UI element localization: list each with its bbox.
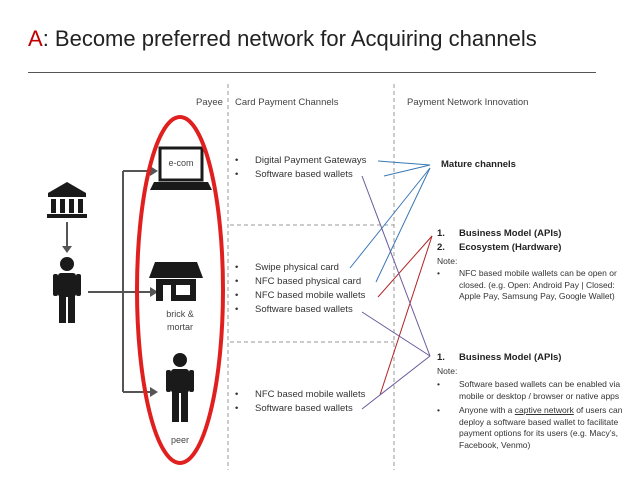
list-item: •Swipe physical card: [235, 262, 339, 273]
list-item: •Software based wallets: [235, 304, 353, 315]
innovation-2-note-label: Note:: [437, 366, 458, 376]
list-item: •Software based wallets: [235, 169, 353, 180]
peer-channel-list: •NFC based mobile wallets •Software base…: [235, 388, 365, 416]
arrowhead-peer: [150, 387, 158, 397]
laptop-icon: [150, 146, 212, 190]
line-software-mature: [383, 164, 431, 177]
list-item: •NFC based physical card: [235, 276, 362, 287]
bank-to-person-arrowhead: [62, 246, 72, 253]
payee-label-ecom: e-com: [168, 158, 194, 168]
store-icon: [149, 262, 203, 301]
captive-network-term: captive network: [514, 405, 574, 415]
title-divider: [28, 72, 596, 73]
list-item: •NFC based mobile wallets: [235, 290, 366, 301]
header-card-payment-channels: Card Payment Channels: [235, 97, 339, 108]
person-icon: [53, 257, 81, 323]
title-letter: A: [28, 26, 43, 51]
mature-channels-label: Mature channels: [441, 159, 516, 170]
line-bricksoftware-block2: [361, 311, 431, 357]
innovation-1-item-2: 2.Ecosystem (Hardware): [437, 242, 562, 253]
innovation-1-item-1: 1.Business Model (APIs): [437, 228, 562, 239]
innovation-2-note-2: • Anyone with a captive network of users…: [437, 405, 623, 450]
header-payee: Payee: [196, 97, 223, 108]
innovation-2-item-1: 1.Business Model (APIs): [437, 352, 562, 363]
ecom-channel-list: •Digital Payment Gateways •Software base…: [235, 154, 366, 182]
arrowhead-brick: [150, 287, 158, 297]
line-swipe-mature: [349, 167, 431, 269]
bank-icon: [47, 182, 87, 218]
line-peersoftware-block2: [361, 355, 431, 410]
innovation-1-note-label: Note:: [437, 256, 458, 266]
title-text: : Become preferred network for Acquiring…: [42, 26, 537, 51]
innovation-1-note: • NFC based mobile wallets can be open o…: [437, 268, 617, 301]
payee-highlight-oval: [135, 115, 225, 465]
line-peernfc-block1: [379, 235, 433, 396]
payee-label-brick: brick &: [166, 309, 194, 319]
arrowhead-ecom: [150, 166, 158, 176]
line-nfccard-mature: [375, 167, 431, 283]
mapping-lines: [349, 160, 433, 410]
innovation-2-note-1: • Software based wallets can be enabled …: [437, 379, 621, 401]
peer-person-icon: [166, 353, 194, 422]
payee-label-mortar: mortar: [166, 322, 193, 332]
line-gateways-mature: [377, 160, 431, 166]
list-item: •NFC based mobile wallets: [235, 389, 366, 400]
line-nfcwallet-block1: [377, 235, 433, 298]
page-title: A: Become preferred network for Acquirin…: [28, 26, 537, 52]
payee-label-peer: peer: [170, 435, 189, 445]
line-ecomsoftware-block2: [361, 175, 431, 357]
brick-channel-list: •Swipe physical card •NFC based physical…: [235, 261, 365, 317]
list-item: •Software based wallets: [235, 403, 353, 414]
header-payment-network-innovation: Payment Network Innovation: [407, 97, 529, 108]
list-item: •Digital Payment Gateways: [235, 155, 367, 166]
